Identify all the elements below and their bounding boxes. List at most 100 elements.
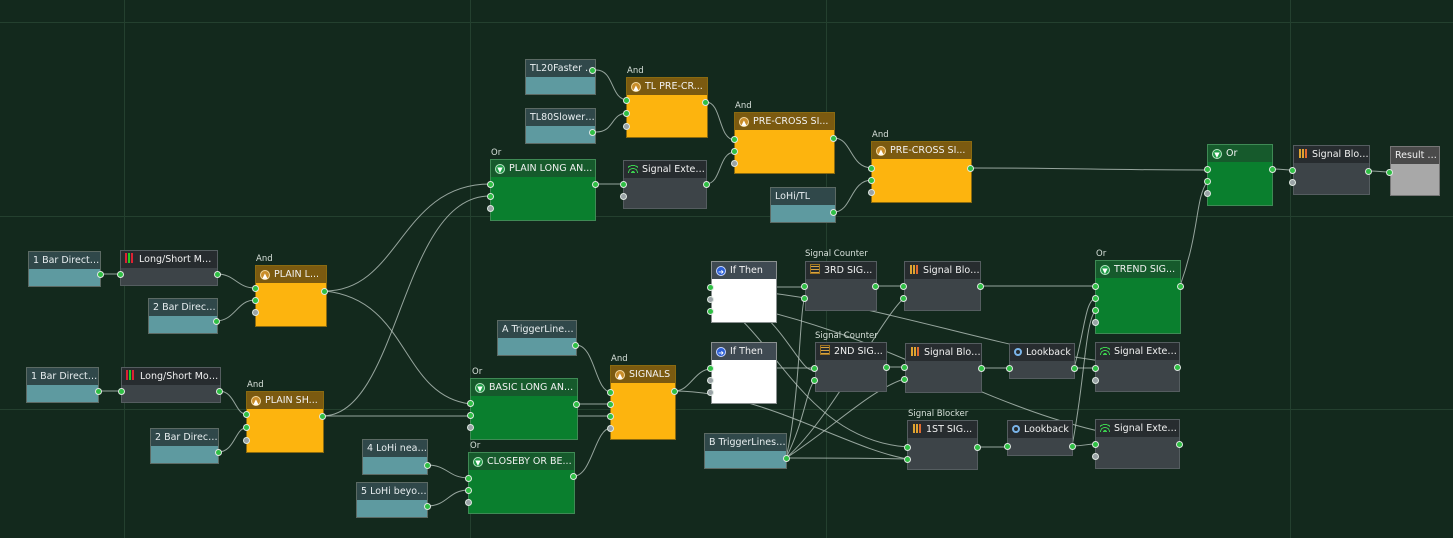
output-port[interactable] [216, 388, 223, 395]
output-port[interactable] [883, 364, 890, 371]
signals-and-node[interactable]: ▲SIGNALS [610, 365, 676, 440]
input-port[interactable] [901, 376, 908, 383]
output-port[interactable] [572, 342, 579, 349]
input-port[interactable] [243, 424, 250, 431]
input-port[interactable] [801, 283, 808, 290]
input-port[interactable] [1289, 179, 1296, 186]
input-port[interactable] [1204, 190, 1211, 197]
input-port[interactable] [801, 295, 808, 302]
input-port[interactable] [620, 181, 627, 188]
input-port[interactable] [707, 308, 714, 315]
input-port[interactable] [1092, 319, 1099, 326]
input-port[interactable] [1092, 365, 1099, 372]
input-port[interactable] [811, 365, 818, 372]
lohi-tl-input[interactable]: LoHi/TL [770, 187, 836, 223]
precross-signal-and-node-a[interactable]: ▲PRE-CROSS SI... [734, 112, 835, 174]
tl-precross-and-node[interactable]: ▲TL PRE-CR... [626, 77, 708, 138]
input-port[interactable] [620, 193, 627, 200]
input-port[interactable] [707, 377, 714, 384]
output-port[interactable] [783, 455, 790, 462]
output-port[interactable] [872, 283, 879, 290]
input-port[interactable] [904, 456, 911, 463]
input-port[interactable] [707, 284, 714, 291]
output-port[interactable] [977, 283, 984, 290]
input-port[interactable] [900, 295, 907, 302]
signal-counter-3rd-node[interactable]: 3RD SIG... [805, 261, 877, 311]
output-port[interactable] [321, 288, 328, 295]
basic-long-and-or-node[interactable]: ▼BASIC LONG AN... [470, 378, 578, 440]
output-port[interactable] [570, 473, 577, 480]
signal-blocker-node-b[interactable]: Signal Bloc... [905, 343, 982, 393]
input-port[interactable] [623, 110, 630, 117]
signal-blocker-node-a[interactable]: Signal Bloc... [904, 261, 981, 311]
input-port[interactable] [1204, 178, 1211, 185]
a-triggerline-input[interactable]: A TriggerLine ... [497, 320, 577, 356]
input-port[interactable] [811, 377, 818, 384]
input-port[interactable] [1092, 377, 1099, 384]
input-port[interactable] [118, 388, 125, 395]
input-port[interactable] [1289, 167, 1296, 174]
input-port[interactable] [707, 365, 714, 372]
trend-signal-or-node[interactable]: ▼TREND SIG... [1095, 260, 1181, 334]
input-port[interactable] [252, 309, 259, 316]
output-port[interactable] [830, 209, 837, 216]
input-port[interactable] [607, 425, 614, 432]
signal-extend-top-node[interactable]: Signal Exten... [623, 160, 707, 209]
bar1-direction-input-a[interactable]: 1 Bar Directio... [28, 251, 101, 287]
output-port[interactable] [830, 135, 837, 142]
input-port[interactable] [252, 297, 259, 304]
input-port[interactable] [1092, 453, 1099, 460]
output-port[interactable] [573, 401, 580, 408]
input-port[interactable] [1386, 169, 1393, 176]
input-port[interactable] [1092, 441, 1099, 448]
signal-extend-node-b[interactable]: Signal Exten... [1095, 419, 1180, 469]
output-port[interactable] [1365, 168, 1372, 175]
input-port[interactable] [465, 475, 472, 482]
input-port[interactable] [731, 136, 738, 143]
closeby-or-beyond-or-node[interactable]: ▼CLOSEBY OR BE... [468, 452, 575, 514]
output-port[interactable] [97, 271, 104, 278]
input-port[interactable] [904, 444, 911, 451]
plain-long-and-or-node[interactable]: ▼PLAIN LONG AN... [490, 159, 596, 221]
plain-long-and-node[interactable]: ▲PLAIN L... [255, 265, 327, 327]
output-port[interactable] [978, 365, 985, 372]
output-port[interactable] [702, 99, 709, 106]
input-port[interactable] [868, 177, 875, 184]
input-port[interactable] [1092, 295, 1099, 302]
output-port[interactable] [1176, 441, 1183, 448]
input-port[interactable] [1204, 166, 1211, 173]
result-node[interactable]: Result ✓ [1390, 146, 1440, 196]
output-port[interactable] [967, 165, 974, 172]
input-port[interactable] [467, 412, 474, 419]
output-port[interactable] [1174, 364, 1181, 371]
lookback-node-a[interactable]: Lookback [1009, 343, 1075, 379]
tl20-faster-input[interactable]: TL20Faster S... [525, 59, 596, 95]
b-triggerlines-input[interactable]: B TriggerLines ... [704, 433, 787, 469]
output-port[interactable] [703, 181, 710, 188]
output-port[interactable] [589, 67, 596, 74]
signal-counter-2nd-node[interactable]: 2ND SIG... [815, 342, 887, 392]
signal-blocker-final-node[interactable]: Signal Bloc... [1293, 145, 1370, 195]
input-port[interactable] [607, 389, 614, 396]
bar2-direction-input-b[interactable]: 2 Bar Directi... [150, 428, 219, 464]
input-port[interactable] [465, 499, 472, 506]
output-port[interactable] [974, 444, 981, 451]
input-port[interactable] [868, 189, 875, 196]
input-port[interactable] [487, 205, 494, 212]
output-port[interactable] [589, 129, 596, 136]
output-port[interactable] [215, 449, 222, 456]
output-port[interactable] [1071, 365, 1078, 372]
input-port[interactable] [707, 389, 714, 396]
input-port[interactable] [252, 285, 259, 292]
output-port[interactable] [213, 318, 220, 325]
signal-blocker-1st-node[interactable]: 1ST SIG... [907, 420, 978, 470]
output-port[interactable] [424, 462, 431, 469]
input-port[interactable] [1004, 443, 1011, 450]
input-port[interactable] [1006, 365, 1013, 372]
input-port[interactable] [731, 160, 738, 167]
output-port[interactable] [671, 388, 678, 395]
input-port[interactable] [465, 487, 472, 494]
bar1-direction-input-b[interactable]: 1 Bar Directio... [26, 367, 99, 403]
precross-signal-and-node-b[interactable]: ▲PRE-CROSS SI... [871, 141, 972, 203]
